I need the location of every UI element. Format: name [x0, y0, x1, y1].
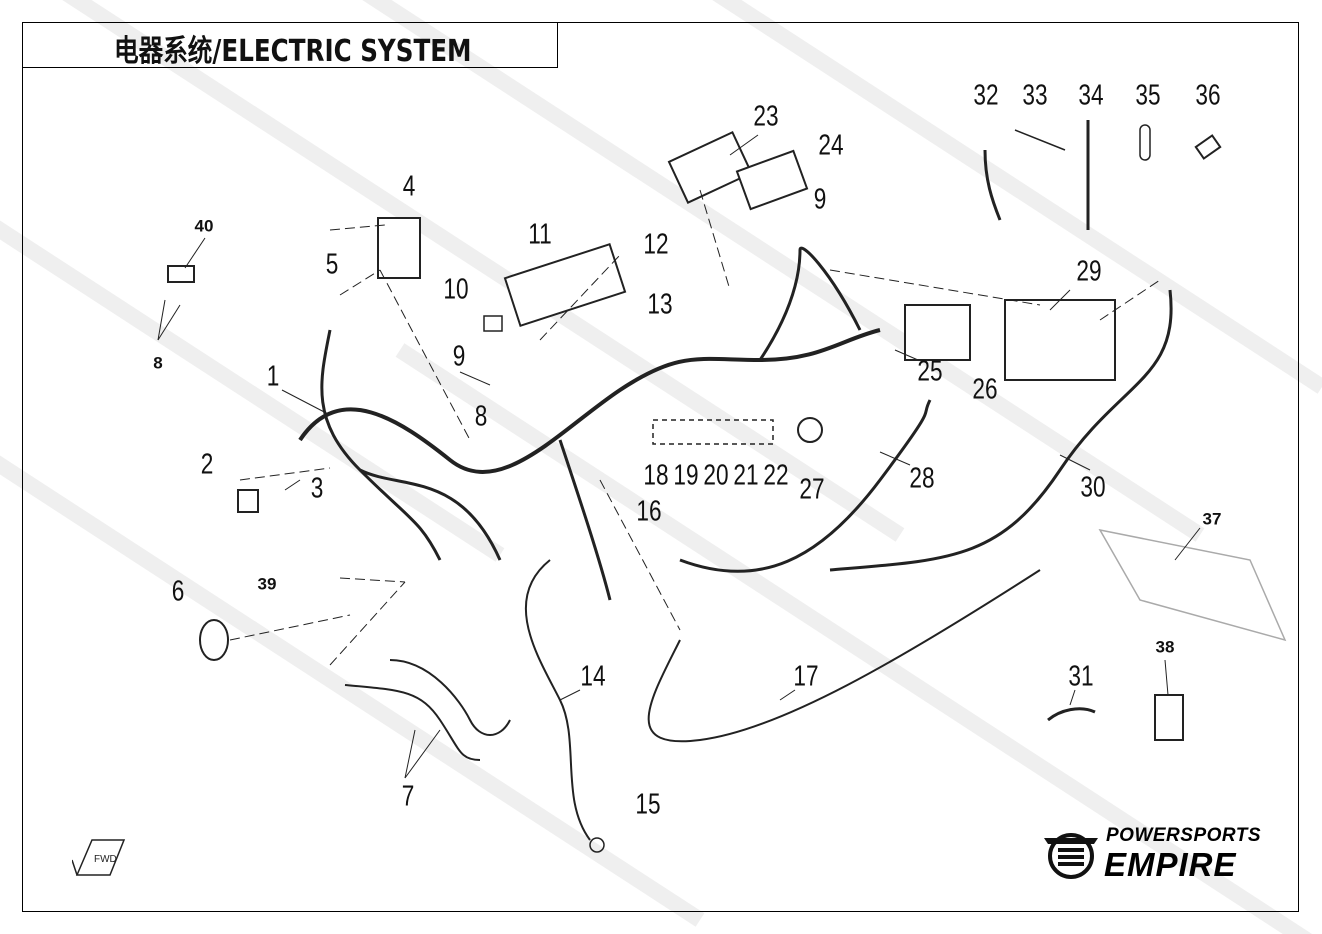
part-24-module	[735, 149, 809, 211]
callout-label: 8	[153, 353, 163, 373]
callout-label: 39	[257, 574, 277, 594]
fwd-label: FWD	[94, 854, 117, 865]
callout-label: 4	[402, 170, 416, 203]
wire-32	[983, 149, 1002, 221]
part-15	[589, 837, 605, 853]
callout-label: 10	[443, 273, 469, 306]
part-36	[1194, 134, 1222, 160]
wire-30	[829, 289, 1173, 572]
callout-label: 9	[813, 183, 827, 216]
main-wire-harness	[298, 328, 881, 474]
callout-label: 40	[194, 216, 214, 236]
callout-label: 19	[673, 459, 699, 492]
part-26-relay-box	[904, 304, 971, 361]
callout-label: 30	[1080, 471, 1106, 504]
callout-label: 12	[643, 228, 669, 261]
callout-label: 7	[401, 780, 415, 813]
callout-label: 32	[973, 79, 999, 112]
wire-17	[647, 569, 1041, 743]
part-2	[237, 489, 259, 513]
callout-label: 8	[474, 400, 488, 433]
callout-label: 28	[909, 462, 935, 495]
callout-label: 38	[1155, 637, 1175, 657]
callout-label: 2	[200, 448, 214, 481]
callout-label: 21	[733, 459, 759, 492]
callout-label: 3	[310, 472, 324, 505]
callout-label: 25	[917, 355, 943, 388]
wire-31	[1047, 707, 1096, 722]
callout-label: 34	[1078, 79, 1104, 112]
title-box: 电器系统/ELECTRIC SYSTEM	[22, 22, 558, 69]
callout-label: 22	[763, 459, 789, 492]
callout-label: 27	[799, 473, 825, 506]
wire-28	[679, 399, 932, 573]
logo-line1: POWERSPORTS	[1106, 825, 1262, 846]
callout-label: 13	[647, 288, 673, 321]
callout-label: 1	[266, 360, 280, 393]
part-23-module	[667, 130, 753, 204]
callout-label: 9	[452, 340, 466, 373]
drawing-frame	[22, 22, 1299, 912]
part-4-regulator	[377, 217, 421, 279]
callout-label: 18	[643, 459, 669, 492]
page-title: 电器系统/ELECTRIC SYSTEM	[114, 34, 472, 69]
wire-7	[344, 684, 481, 761]
callout-label: 14	[580, 660, 606, 693]
callout-label: 26	[972, 373, 998, 406]
callout-label: 11	[528, 218, 552, 251]
logo-line2: EMPIRE	[1104, 846, 1237, 883]
part-6-horn	[199, 619, 229, 661]
callout-label: 29	[1076, 255, 1102, 288]
callout-label: 5	[325, 248, 339, 281]
callout-label: 37	[1202, 509, 1222, 529]
harness-branch	[320, 329, 442, 561]
fwd-arrow-icon: FWD	[71, 830, 132, 885]
part-35	[1139, 124, 1151, 161]
part-12-ecu	[503, 242, 627, 328]
callout-label: 20	[703, 459, 729, 492]
callout-label: 17	[793, 660, 819, 693]
callout-label: 23	[753, 100, 779, 133]
callout-label: 31	[1068, 660, 1094, 693]
brand-logo: POWERSPORTS EMPIRE	[1044, 826, 1284, 886]
callout-label: 35	[1135, 79, 1161, 112]
callout-label: 36	[1195, 79, 1221, 112]
callout-label: 33	[1022, 79, 1048, 112]
callout-label: 16	[636, 495, 662, 528]
logo-emblem-icon	[1044, 833, 1098, 879]
callout-label: 15	[635, 788, 661, 821]
part-40	[167, 265, 195, 283]
part-10-relay	[483, 315, 503, 332]
callout-label: 6	[171, 575, 185, 608]
part-38	[1154, 694, 1184, 741]
part-27	[797, 417, 823, 443]
callout-label: 24	[818, 129, 844, 162]
part-37	[1098, 528, 1287, 642]
